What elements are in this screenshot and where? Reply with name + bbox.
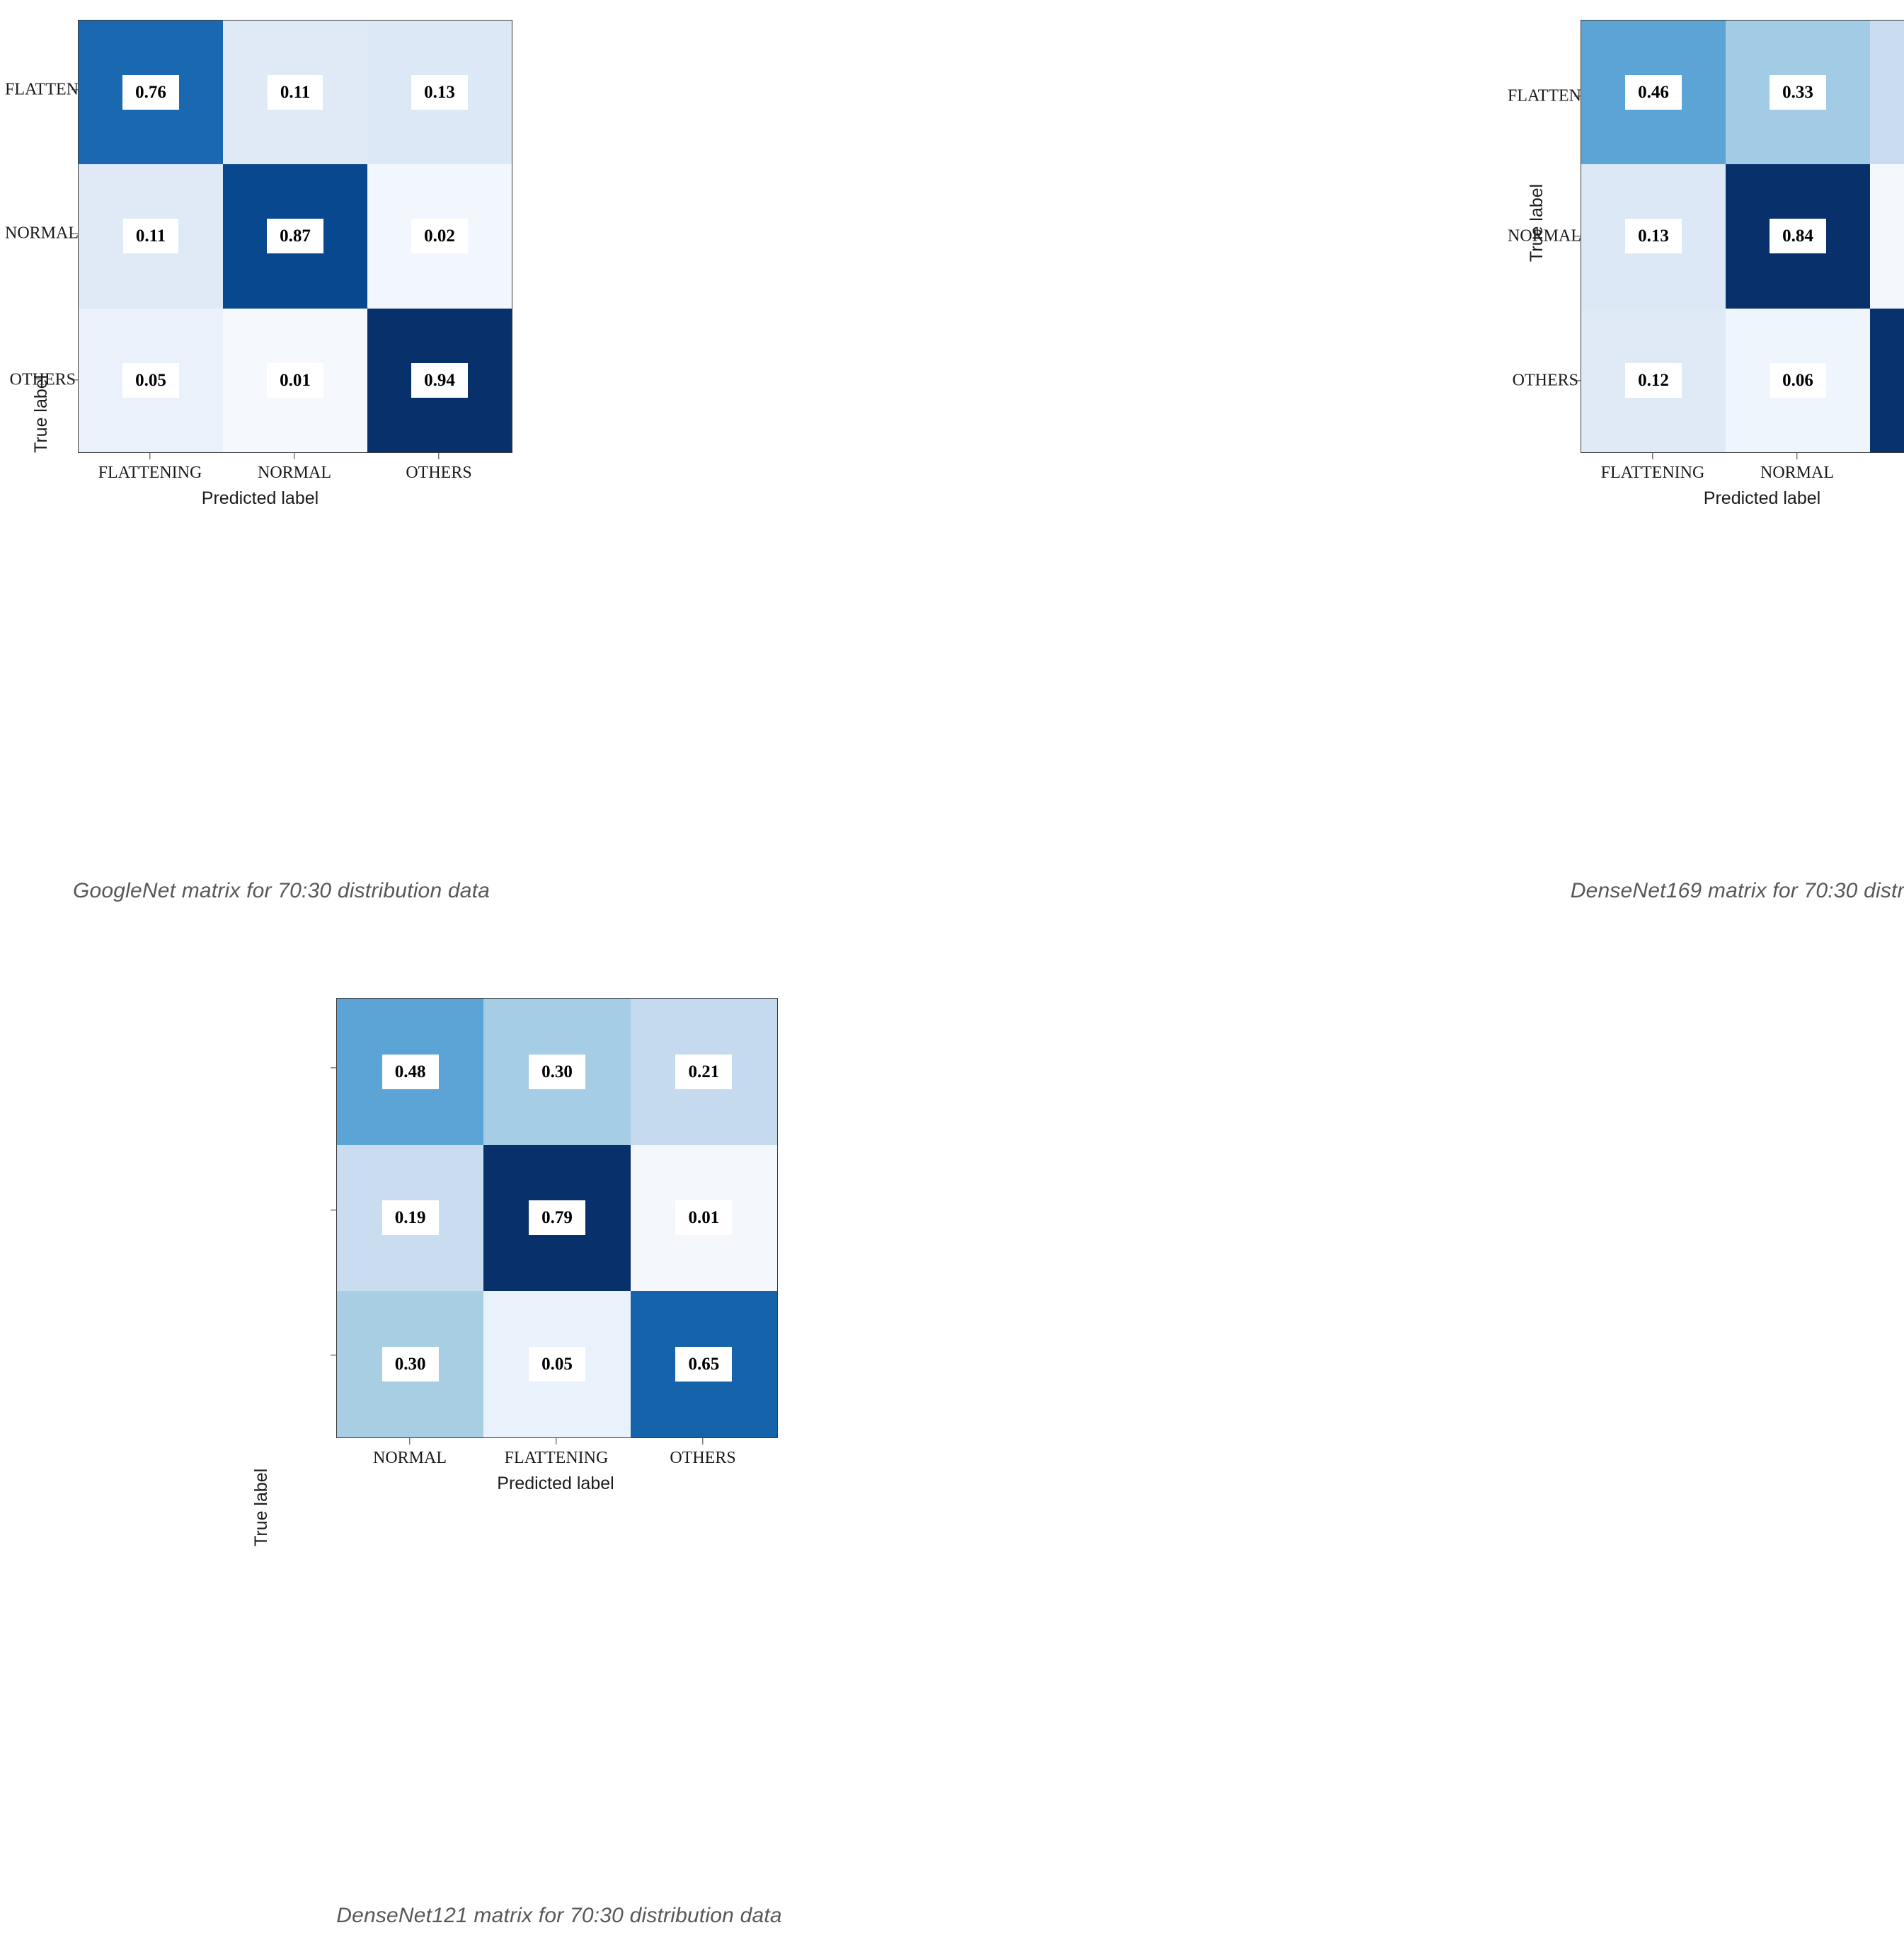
x-tick-label-1-googlenet: NORMAL (257, 464, 332, 482)
figure-densenet169: True label FLATTENING NORMAL OTHERS 0.46… (952, 0, 1904, 920)
heatmap-cell: 0.33 (1726, 21, 1870, 165)
y-tick-text: OTHERS (1512, 371, 1578, 390)
heatmap-cell: 0.03 (1870, 164, 1904, 309)
heatmap-cell: 0.01 (223, 308, 367, 452)
x-tick-label-2-densenet121: OTHERS (670, 1449, 736, 1467)
y-tick-mark-0-densenet121 (331, 1067, 337, 1069)
heatmap-cell: 0.48 (337, 999, 484, 1145)
x-tick-mark-0-googlenet (149, 453, 151, 459)
cell-value: 0.02 (411, 219, 468, 254)
cell-value: 0.30 (382, 1347, 439, 1382)
y-tick-text: OTHERS (9, 370, 76, 389)
y-tick-text: NORMAL (1508, 226, 1582, 246)
x-tick-mark-2-densenet121 (702, 1438, 704, 1445)
y-tick-mark-0-googlenet (71, 89, 78, 91)
cell-value: 0.33 (1770, 75, 1826, 110)
y-tick-label-1-googlenet: NORMAL (5, 224, 79, 243)
y-axis-label-densenet169: True label (1527, 183, 1547, 262)
axes-densenet169: True label FLATTENING NORMAL OTHERS 0.46… (952, 0, 1904, 920)
x-tick-label-1-densenet169: NORMAL (1760, 464, 1835, 482)
heatmap-cell: 0.02 (367, 164, 512, 309)
cell-value: 0.11 (122, 219, 179, 254)
x-tick-label-2-googlenet: OTHERS (406, 464, 472, 482)
cell-value: 0.48 (382, 1054, 439, 1089)
y-tick-label-2-googlenet: OTHERS (5, 371, 76, 390)
heatmap-cell: 0.12 (1581, 308, 1726, 452)
cell-value: 0.65 (675, 1347, 733, 1382)
cell-value: 0.30 (529, 1054, 585, 1089)
axes-googlenet: True label FLATTENING NORMAL OTHERS 0.76… (0, 0, 952, 920)
heatmap-cell: 0.30 (483, 999, 631, 1145)
cell-value: 0.12 (1625, 362, 1682, 398)
figure-densenet121: True label NORMAL FLATTENING OTHERS 0.48… (251, 980, 1447, 1943)
heatmap-cell: 0.13 (367, 21, 512, 165)
cell-value: 0.79 (529, 1200, 585, 1236)
heatmap-cell: 0.94 (367, 308, 512, 452)
cell-value: 0.19 (382, 1200, 439, 1236)
x-tick-label-1-densenet121: FLATTENING (504, 1449, 609, 1467)
heatmap-cell: 0.84 (1726, 164, 1870, 309)
y-tick-label-2-densenet169: OTHERS (1508, 372, 1578, 391)
cell-value: 0.05 (529, 1347, 585, 1382)
heatmap-cell: 0.46 (1581, 21, 1726, 165)
heatmap-cell: 0.79 (483, 1144, 631, 1292)
heatmap-cell: 0.76 (79, 21, 223, 165)
heatmap-grid-googlenet: 0.76 0.11 0.13 0.11 0.87 0.02 (78, 20, 512, 453)
cell-value: 0.46 (1625, 75, 1682, 110)
y-tick-mark-2-densenet169 (1574, 380, 1581, 381)
y-tick-label-0-densenet169: FLATTENING (1508, 87, 1612, 106)
heatmap-cell: 0.01 (630, 1144, 777, 1292)
heatmap-cell: 0.30 (337, 1291, 484, 1437)
x-tick-mark-1-densenet169 (1796, 453, 1798, 459)
heatmap-cell: 0.19 (337, 1144, 484, 1292)
heatmap-cell: 0.21 (1870, 21, 1904, 165)
x-axis-label-densenet121: Predicted label (497, 1474, 614, 1493)
axes-densenet121: True label NORMAL FLATTENING OTHERS 0.48… (251, 980, 1447, 1943)
y-tick-text: NORMAL (5, 224, 79, 243)
caption-densenet121: DenseNet121 matrix for 70:30 distributio… (336, 1904, 782, 1927)
cell-value: 0.01 (675, 1200, 733, 1236)
x-tick-label-0-densenet169: FLATTENING (1600, 464, 1705, 482)
heatmap-cell: 0.13 (1581, 164, 1726, 309)
caption-densenet169: DenseNet169 matrix for 70:30 distributio… (1570, 879, 1904, 902)
heatmap-cell: 0.11 (79, 164, 223, 309)
cell-value: 0.84 (1770, 219, 1826, 254)
cell-value: 0.11 (267, 75, 323, 110)
heatmap-cell: 0.05 (483, 1291, 631, 1437)
heatmap-cell: 0.87 (223, 164, 367, 309)
cell-value: 0.76 (122, 75, 179, 110)
figure-googlenet: True label FLATTENING NORMAL OTHERS 0.76… (0, 0, 952, 920)
y-tick-label-1-densenet169: NORMAL (1508, 226, 1582, 246)
x-axis-label-densenet169: Predicted label (1703, 488, 1821, 508)
x-tick-label-0-googlenet: FLATTENING (98, 464, 202, 482)
cell-value: 0.06 (1770, 362, 1826, 398)
heatmap-grid-densenet121: 0.48 0.30 0.21 0.19 0.79 0.01 (336, 998, 778, 1438)
cell-value: 0.87 (267, 219, 323, 254)
heatmap-cell: 0.06 (1726, 308, 1870, 452)
heatmap-cell: 0.83 (1870, 308, 1904, 452)
caption-googlenet: GoogleNet matrix for 70:30 distribution … (72, 879, 491, 902)
x-axis-label-googlenet: Predicted label (201, 488, 319, 508)
heatmap-cell: 0.21 (630, 999, 777, 1145)
cell-value: 0.94 (411, 362, 468, 398)
heatmap-grid-densenet169: 0.46 0.33 0.21 0.13 0.84 0.03 (1581, 20, 1904, 453)
cell-value: 0.13 (1625, 219, 1682, 254)
y-tick-mark-1-googlenet (71, 233, 78, 234)
x-tick-label-0-densenet121: NORMAL (372, 1449, 447, 1467)
cell-value: 0.01 (267, 362, 323, 398)
cell-value: 0.13 (411, 75, 468, 110)
heatmap-cell: 0.65 (630, 1291, 777, 1437)
x-tick-mark-0-densenet169 (1652, 453, 1653, 459)
cell-value: 0.05 (122, 362, 179, 398)
y-tick-mark-2-googlenet (71, 379, 78, 381)
heatmap-cell: 0.11 (223, 21, 367, 165)
x-tick-mark-2-googlenet (438, 453, 440, 459)
y-tick-label-0-googlenet: FLATTENING (5, 81, 109, 100)
heatmap-cell: 0.05 (79, 308, 223, 452)
cell-value: 0.21 (675, 1054, 733, 1089)
x-tick-mark-0-densenet121 (409, 1438, 411, 1445)
